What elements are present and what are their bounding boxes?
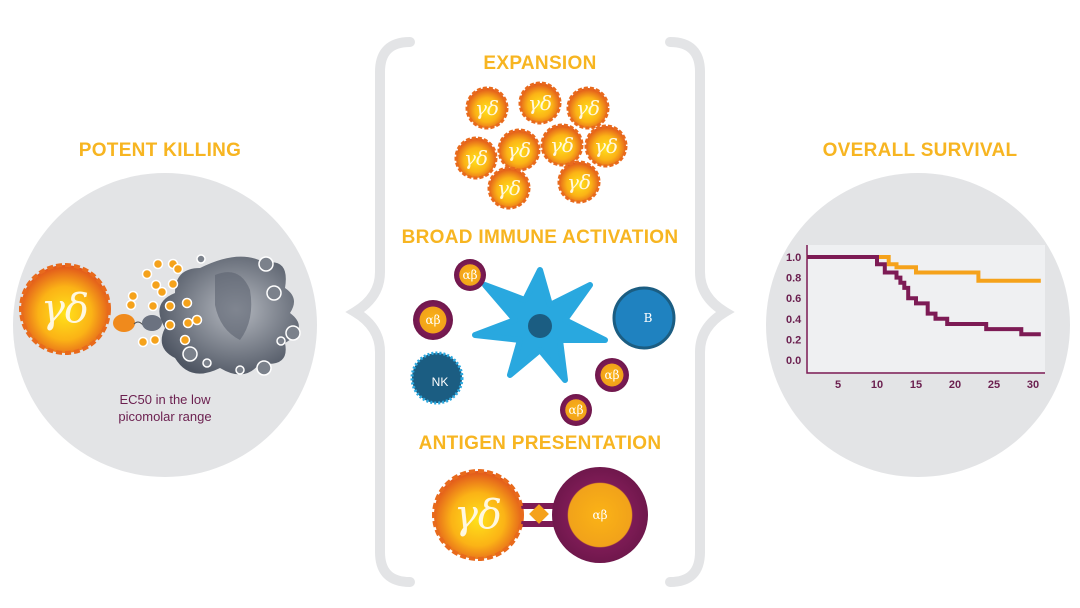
alpha-beta-cell: αβ (560, 394, 592, 426)
y-tick-label: 0.0 (786, 355, 801, 367)
b-cell: B (612, 286, 676, 350)
immune-activation-title: BROAD IMMUNE ACTIVATION (402, 227, 679, 248)
gamma-delta-cell: γδ (465, 86, 509, 130)
y-tick-label: 0.2 (786, 334, 801, 346)
y-tick-label: 0.6 (786, 293, 801, 305)
svg-text:αβ: αβ (604, 368, 619, 382)
potent-killing-title: POTENT KILLING (79, 140, 242, 161)
gamma-delta-cell: γδ (497, 128, 541, 172)
alpha-beta-cell: αβ (595, 358, 629, 392)
svg-text:γδ: γδ (528, 91, 552, 115)
cytotoxic-granules (125, 258, 203, 348)
nk-cell: NK (410, 351, 464, 405)
gamma-delta-cell: γδ (487, 166, 531, 210)
alpha-beta-cell: αβ (413, 300, 453, 340)
gamma-delta-cell-left: γδ (19, 263, 111, 355)
right-brace (665, 37, 735, 587)
tumor-nucleus (215, 272, 252, 340)
left-brace (345, 37, 415, 587)
x-tick-label: 30 (1027, 379, 1039, 391)
svg-text:γδ: γδ (475, 96, 499, 120)
gamma-delta-cell: γδ (540, 123, 584, 167)
alpha-beta-cell: αβ (454, 259, 486, 291)
gamma-delta-cell: γδ (584, 124, 628, 168)
y-tick-label: 1.0 (786, 252, 801, 264)
receptor-bar-bottom (515, 521, 565, 527)
ec50-caption-line1: EC50 in the low (119, 392, 211, 407)
alpha-beta-cell-presenting: αβ (552, 467, 648, 563)
svg-text:αβ: αβ (425, 313, 440, 327)
antibody-icon (113, 314, 135, 332)
svg-text:B: B (644, 311, 653, 325)
apoptotic-bodies (182, 254, 301, 376)
x-tick-label: 25 (988, 379, 1000, 391)
y-tick-label: 0.8 (786, 273, 801, 285)
antigen-presentation-title: ANTIGEN PRESENTATION (419, 433, 662, 454)
dendritic-cell-nucleus (528, 314, 552, 338)
gamma-delta-cell: γδ (566, 86, 610, 130)
gamma-delta-cell: γδ (454, 136, 498, 180)
gamma-delta-cell: γδ (557, 160, 601, 204)
svg-text:αβ: αβ (568, 403, 583, 417)
svg-text:γδ: γδ (497, 176, 521, 200)
svg-text:αβ: αβ (462, 268, 477, 282)
svg-text:γδ: γδ (594, 134, 618, 158)
x-tick-label: 20 (949, 379, 961, 391)
gamma-delta-cell-presenting: γδ (432, 469, 524, 561)
x-tick-label: 5 (835, 379, 841, 391)
svg-text:γδ: γδ (576, 96, 600, 120)
svg-text:γδ: γδ (567, 170, 591, 194)
ec50-caption-line2: picomolar range (118, 409, 211, 424)
antigen-diamond (529, 504, 549, 524)
x-tick-label: 15 (910, 379, 922, 391)
series-purple-arm (806, 255, 1041, 337)
svg-text:αβ: αβ (592, 508, 607, 522)
series-orange-arm (806, 255, 1041, 283)
y-tick-label: 0.4 (786, 314, 802, 326)
chart-axes (806, 245, 1045, 374)
svg-text:γδ: γδ (454, 492, 502, 538)
svg-text:γδ: γδ (550, 133, 574, 157)
svg-text:NK: NK (432, 375, 449, 389)
x-tick-label: 10 (871, 379, 883, 391)
svg-text:γδ: γδ (507, 138, 531, 162)
overall-survival-title: OVERALL SURVIVAL (823, 140, 1018, 161)
svg-text:γδ: γδ (41, 286, 89, 332)
receptor-icon (142, 315, 162, 331)
expansion-title: EXPANSION (483, 53, 596, 74)
svg-text:γδ: γδ (464, 146, 488, 170)
gamma-delta-cell: γδ (518, 81, 562, 125)
survival-chart: 5 10 15 20 25 30 0.0 0.2 0.4 0.6 0.8 1.0 (786, 245, 1045, 391)
